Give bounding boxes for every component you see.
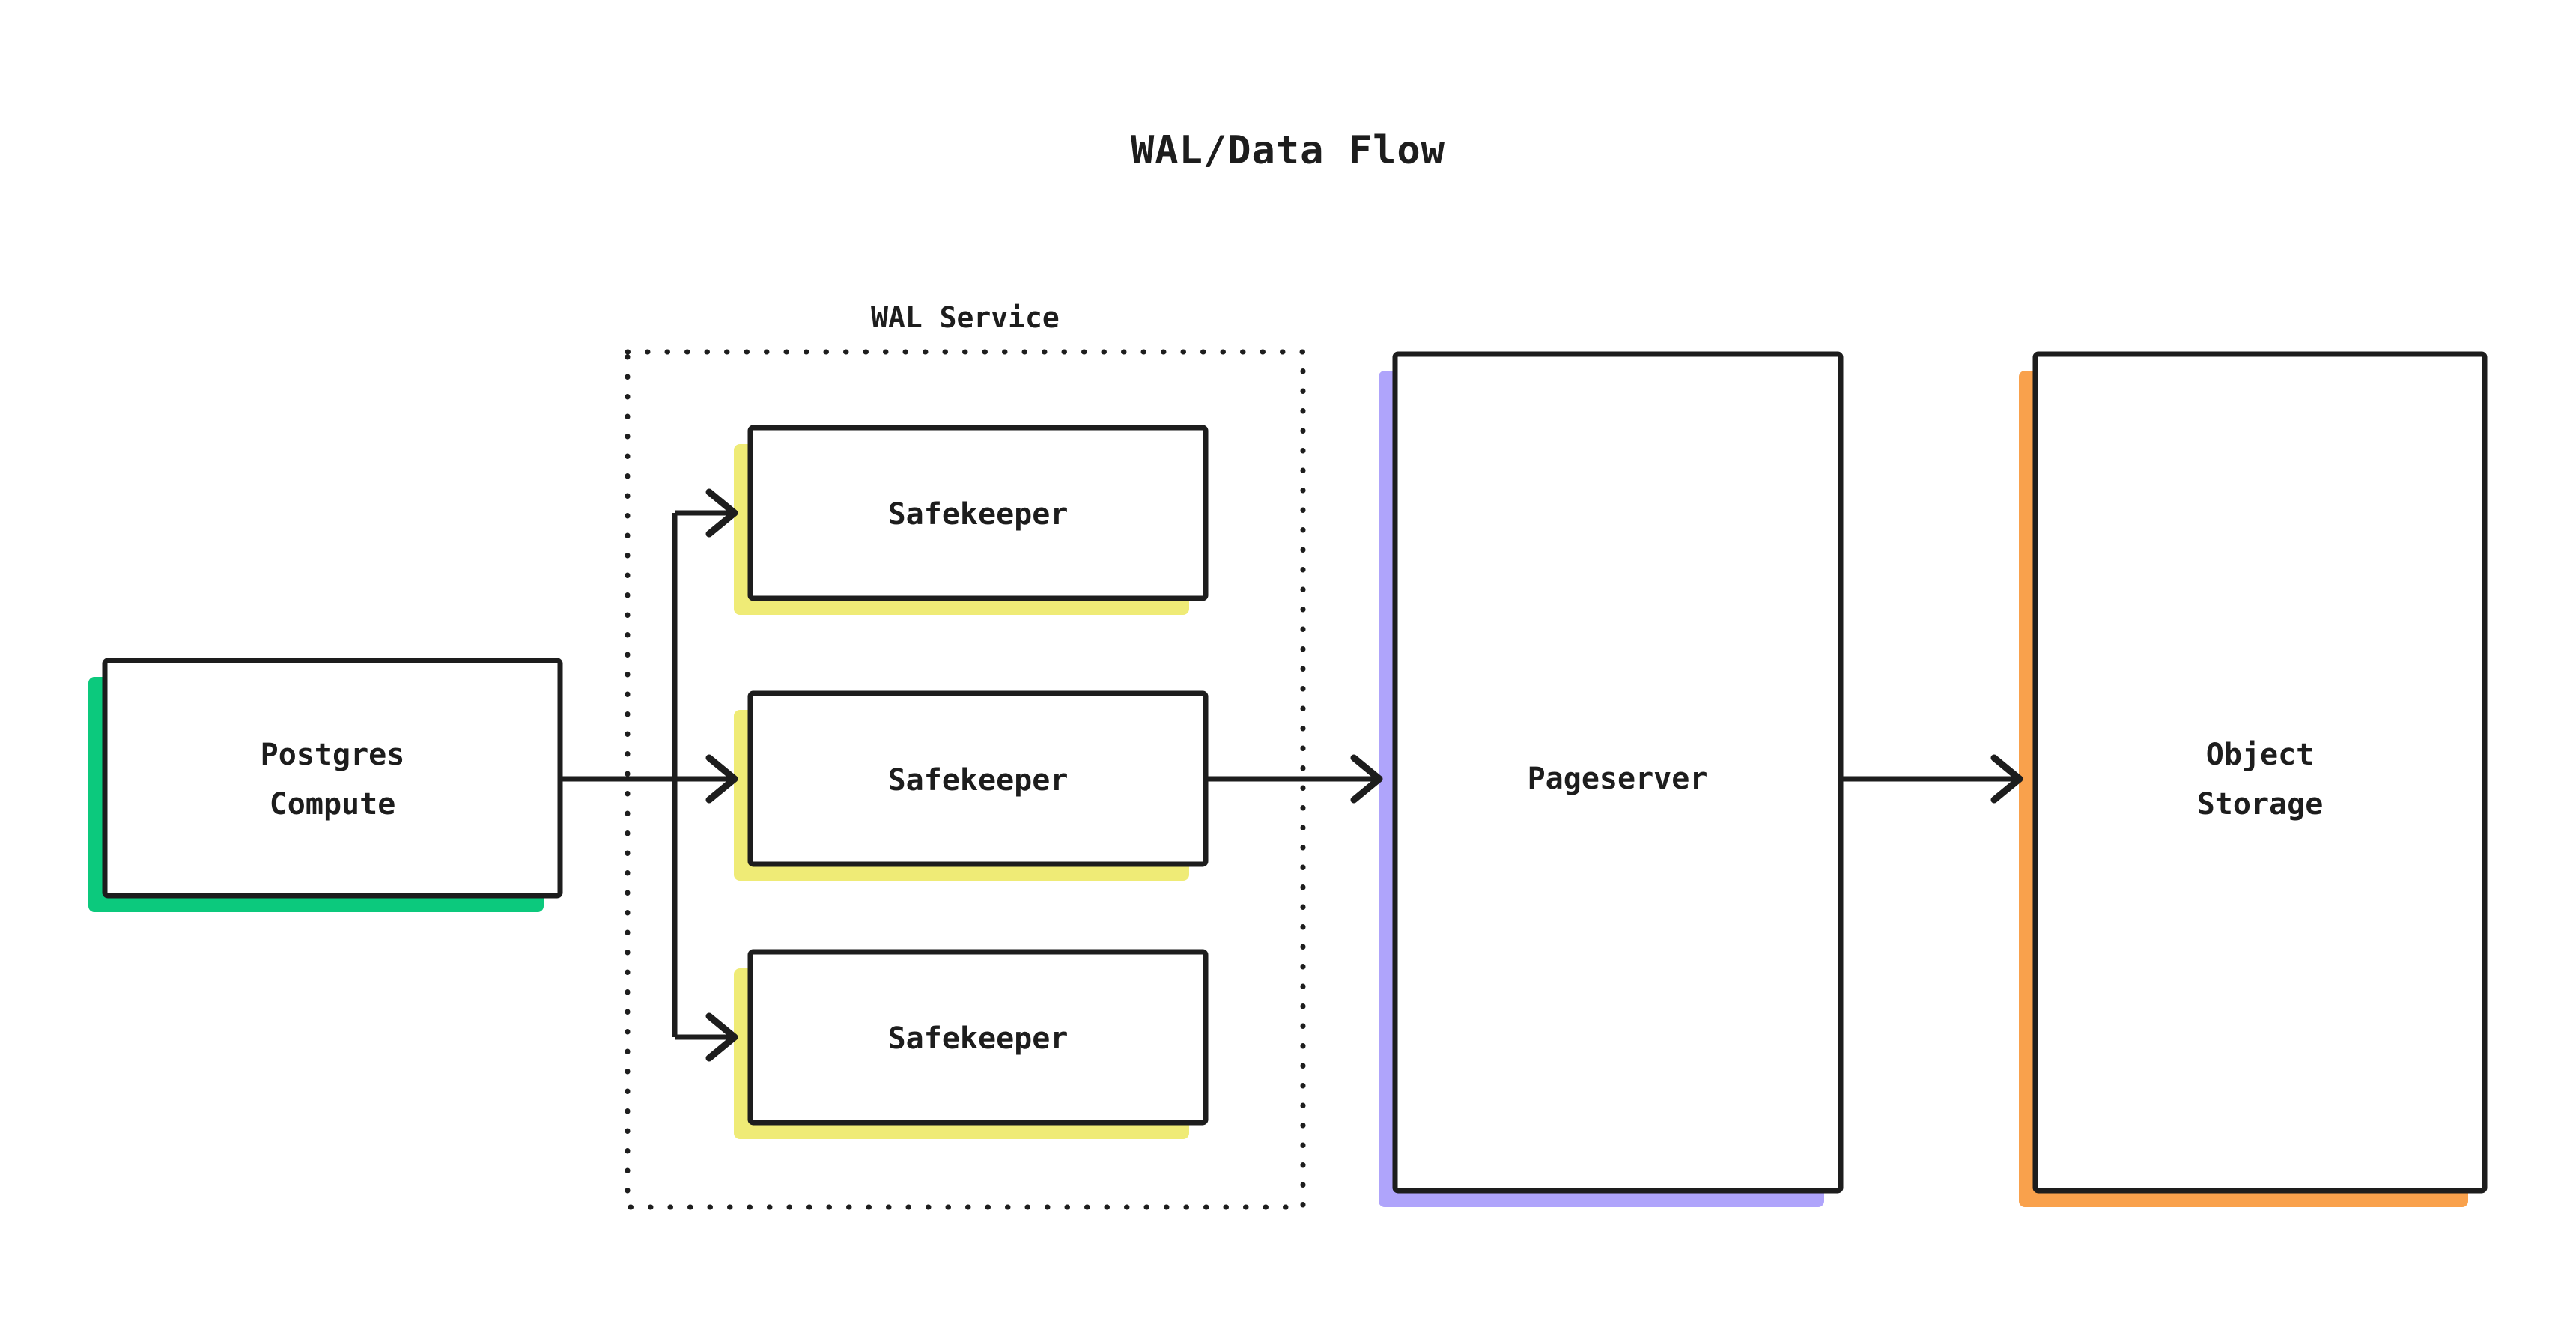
node-border-postgres-compute [102,658,563,899]
node-pageserver[interactable]: Pageserver [1379,351,1844,1207]
node-label-object-storage-line1: Object [2206,738,2315,772]
arrowhead-safekeeper-1-icon [705,488,738,538]
node-safekeeper-2[interactable]: Safekeeper [734,690,1209,881]
edge-postgres-to-safekeepers [560,488,738,1062]
node-label-safekeeper-3: Safekeeper [888,1021,1069,1056]
page-title: WAL/Data Flow [1131,128,1445,173]
node-border-safekeeper-1 [747,425,1209,601]
edge-pageserver-to-object-storage [1841,754,2023,804]
arrowhead-safekeeper-2-icon [705,754,738,804]
node-object-storage[interactable]: Object Storage [2019,351,2488,1207]
arrowhead-pageserver-icon [1350,754,1383,804]
group-wal-service: WAL Service [625,301,1306,1210]
node-border-pageserver [1392,351,1844,1194]
node-border-object-storage [2032,351,2488,1194]
node-label-safekeeper-1: Safekeeper [888,497,1069,532]
node-postgres-compute[interactable]: Postgres Compute [88,658,563,912]
node-label-postgres-line1: Postgres [261,738,405,772]
group-label-wal-service: WAL Service [871,301,1060,334]
node-label-safekeeper-2: Safekeeper [888,763,1069,798]
node-safekeeper-1[interactable]: Safekeeper [734,425,1209,615]
node-label-pageserver: Pageserver [1528,762,1708,796]
arrowhead-safekeeper-3-icon [705,1012,738,1062]
node-label-object-storage-line2: Storage [2197,787,2324,822]
node-safekeeper-3[interactable]: Safekeeper [734,949,1209,1139]
node-border-safekeeper-3 [747,949,1209,1126]
edge-safekeeper-2-to-pageserver [1206,754,1383,804]
group-border-wal-service [625,349,1306,1210]
arrowhead-object-storage-icon [1990,754,2023,804]
node-label-postgres-line2: Compute [270,787,396,822]
